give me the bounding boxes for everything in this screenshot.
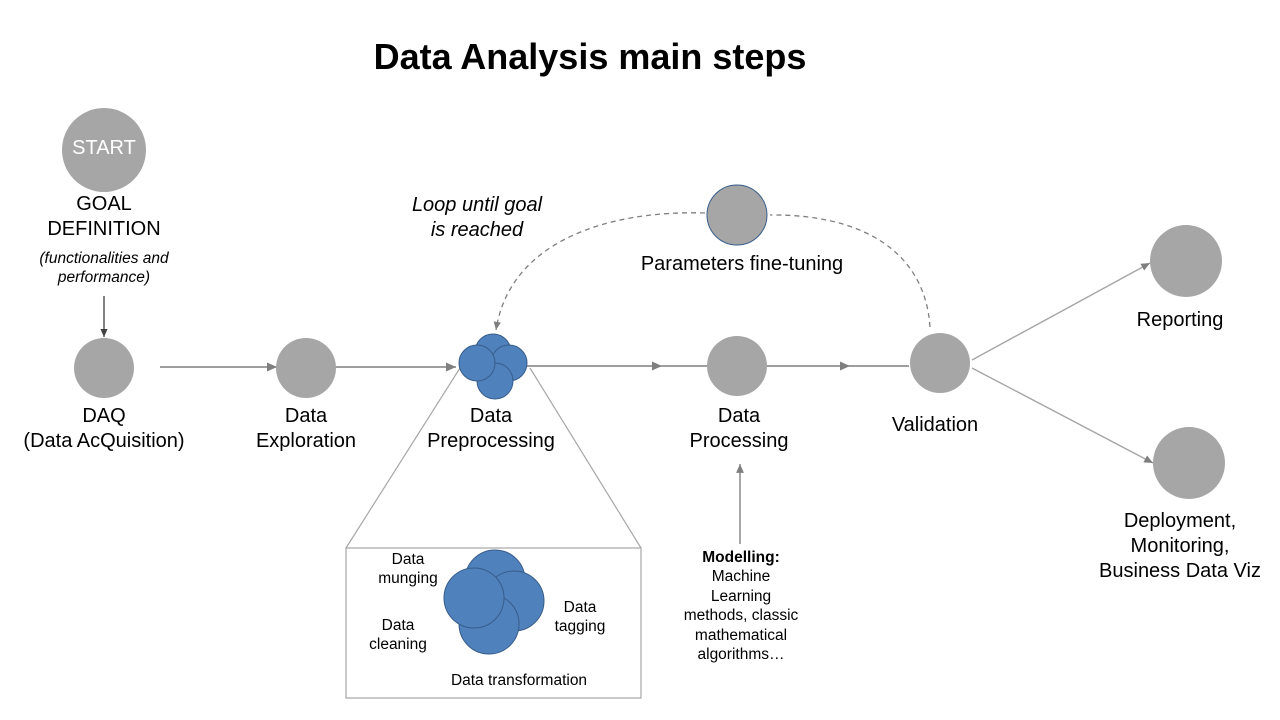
goal-note-line-2: performance) [57,269,151,287]
preprocessing-line-1: Data [469,405,513,427]
zoom-line-right [529,367,642,549]
validation-to-reporting-arrow [971,262,1151,361]
goal-line-2: DEFINITION [47,218,161,240]
preprocessing-cluster-circle-left [458,344,496,382]
goal-definition-label: GOAL DEFINITION [14,192,194,242]
tagging-label: Data tagging [544,598,616,637]
preprocessing-detail-box [345,547,642,699]
daq-label: DAQ (Data AcQuisition) [4,404,204,454]
deployment-line-3: Business Data Viz [1099,560,1261,582]
daq-line-1: DAQ [82,405,126,427]
modelling-line-1: Machine [711,568,771,586]
processing-line-2: Processing [689,430,789,452]
preprocessing-line-2: Preprocessing [427,430,555,452]
exploration-node [276,338,336,398]
zoom-line-left [345,367,461,549]
start-label: START [72,137,136,159]
modelling-note: Modelling: Machine Learning methods, cla… [660,548,822,664]
exploration-label: Data Exploration [236,404,376,454]
modelling-heading: Modelling: [702,549,780,566]
modelling-line-4: mathematical [694,626,788,644]
start-node [62,108,146,192]
cleaning-line-2: cleaning [369,636,427,654]
processing-line-1: Data [717,405,761,427]
parameters-label: Parameters fine-tuning [640,253,844,275]
tagging-line-2: tagging [554,618,606,636]
loop-dashed-arc-return [493,212,706,331]
reporting-node [1150,225,1222,297]
modelling-line-2: Learning [710,587,772,605]
modelling-line-5: algorithms… [697,645,785,663]
reporting-label: Reporting [1136,309,1224,331]
loop-line-1: Loop until goal [411,194,543,216]
munging-line-1: Data [391,551,425,568]
preprocessing-label: Data Preprocessing [411,404,571,454]
preprocessing-detail-cluster [443,549,545,655]
parameters-node [706,184,768,246]
loop-line-2: is reached [430,219,524,241]
munging-label: Data munging [372,550,444,589]
validation-to-deployment-arrow [971,367,1154,464]
loop-dashed-arc [769,214,931,328]
processing-label: Data Processing [669,404,809,454]
deployment-node [1153,427,1225,499]
transformation-label: Data transformation [450,672,588,689]
goal-note: (functionalities and performance) [14,249,194,288]
deployment-line-2: Monitoring, [1130,535,1230,557]
processing-node [707,336,767,396]
cleaning-line-1: Data [381,617,415,634]
exploration-line-1: Data [284,405,328,427]
tagging-line-1: Data [563,599,597,616]
daq-line-2: (Data AcQuisition) [23,430,185,452]
goal-note-line-1: (functionalities and [39,250,169,267]
exploration-line-2: Exploration [255,430,357,452]
page-title: Data Analysis main steps [373,36,807,77]
preprocessing-cluster [458,333,528,400]
modelling-line-3: methods, classic [683,607,799,625]
deployment-label: Deployment, Monitoring, Business Data Vi… [1082,509,1278,584]
deployment-line-1: Deployment, [1123,510,1237,532]
detail-cluster-circle-left [443,567,505,629]
goal-line-1: GOAL [76,193,132,215]
munging-line-2: munging [378,570,438,588]
loop-label: Loop until goal is reached [387,193,567,243]
cleaning-label: Data cleaning [362,616,434,655]
validation-label: Validation [891,414,979,436]
validation-node [910,333,970,393]
daq-node [74,338,134,398]
